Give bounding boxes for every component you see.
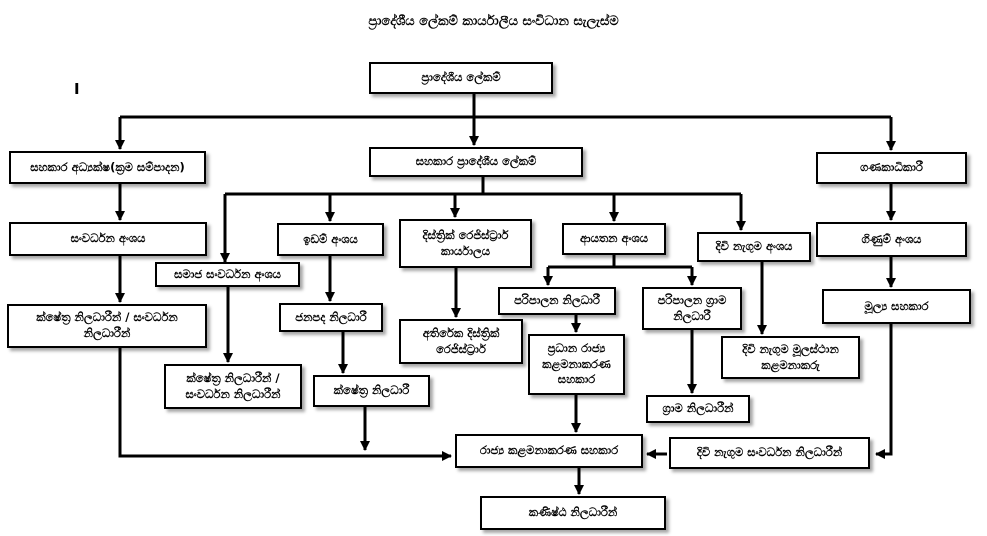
node-grama-niladharis: ග්‍රාම නිලධාරීන් bbox=[646, 395, 750, 423]
node-divisional-secretary: ප්‍රාදේශීය ලේකම් bbox=[369, 62, 553, 94]
node-junior-officers: කණිෂ්ඨ නිලධාරීන් bbox=[480, 496, 666, 530]
node-social-development-division: සමාජ සංවර්ධන අංශය bbox=[155, 262, 300, 287]
chart-title: ප්‍රාදේශීය ලේකම් කාර්යාලීය සංවිධාන සැලැස… bbox=[368, 14, 619, 29]
node-divineguma-development-officers: දිවි නැගුම සංවර්ධන නිලධාරීන් bbox=[669, 437, 870, 469]
node-management-assistant: රාජ්‍ය කළමනාකරණ සහකාර bbox=[455, 434, 643, 468]
node-assistant-divisional-secretary: සහකාර ප්‍රාදේශීය ලේකම් bbox=[369, 147, 583, 177]
node-administrative-officer: පරිපාලන නිලධාරී bbox=[498, 287, 616, 315]
node-land-division: ඉඩම් අංශය bbox=[277, 223, 384, 256]
node-field-officer: ක්ෂේත්‍ර නිලධාරී bbox=[313, 375, 430, 407]
node-financial-assistant: මූල්‍ය සහකාර bbox=[822, 289, 971, 324]
node-accountant: ගණකාධිකාරී bbox=[816, 152, 967, 184]
node-divineguma-hq-manager: දිවි නැගුම මූලස්ථාන කළමනාකරු bbox=[721, 336, 860, 379]
node-colonization-officer: ජනපද නිලධාරී bbox=[279, 303, 383, 332]
node-district-registrar-office: දිස්ත්‍රික් රෙජිස්ට්‍රාර් කාර්යාලය bbox=[399, 219, 532, 268]
node-administrative-grama-niladhari: පරිපාලන ග්‍රාම නිලධාරී bbox=[642, 287, 742, 330]
node-development-division: සංවර්ධන අංශය bbox=[9, 222, 207, 256]
node-assistant-director-planning: සහකාර අධ්‍යක්ෂ(ක්‍රම සම්පාදන) bbox=[9, 151, 206, 184]
node-divineguma-division: දිවි නැගුම අංශය bbox=[697, 232, 811, 262]
arrow-field-to-mgmt bbox=[118, 348, 453, 462]
node-chief-management-assistant: ප්‍රධාන රාජ්‍ය කළමනාකරණ සහකාර bbox=[528, 334, 625, 395]
node-field-development-officers: ක්ෂේත්‍ර නිලධාරීන් / සංවර්ධන නිලධාරීන් bbox=[7, 304, 207, 348]
node-accounts-division: ගිණුම් අංශය bbox=[816, 222, 967, 257]
node-additional-district-registrar: අතිරේක දිස්ත්‍රික් රෙජිස්ට්‍රාර් bbox=[399, 319, 523, 364]
arrow-chiefclerk-to-divdev bbox=[874, 324, 893, 460]
node-field-development-officers-social: ක්ෂේත්‍ර නිලධාරීන් / සංවර්ධන නිලධාරීන් bbox=[164, 364, 302, 409]
node-establishment-division: ආයතන අංශය bbox=[562, 223, 666, 255]
text-cursor-mark: I bbox=[74, 80, 80, 98]
